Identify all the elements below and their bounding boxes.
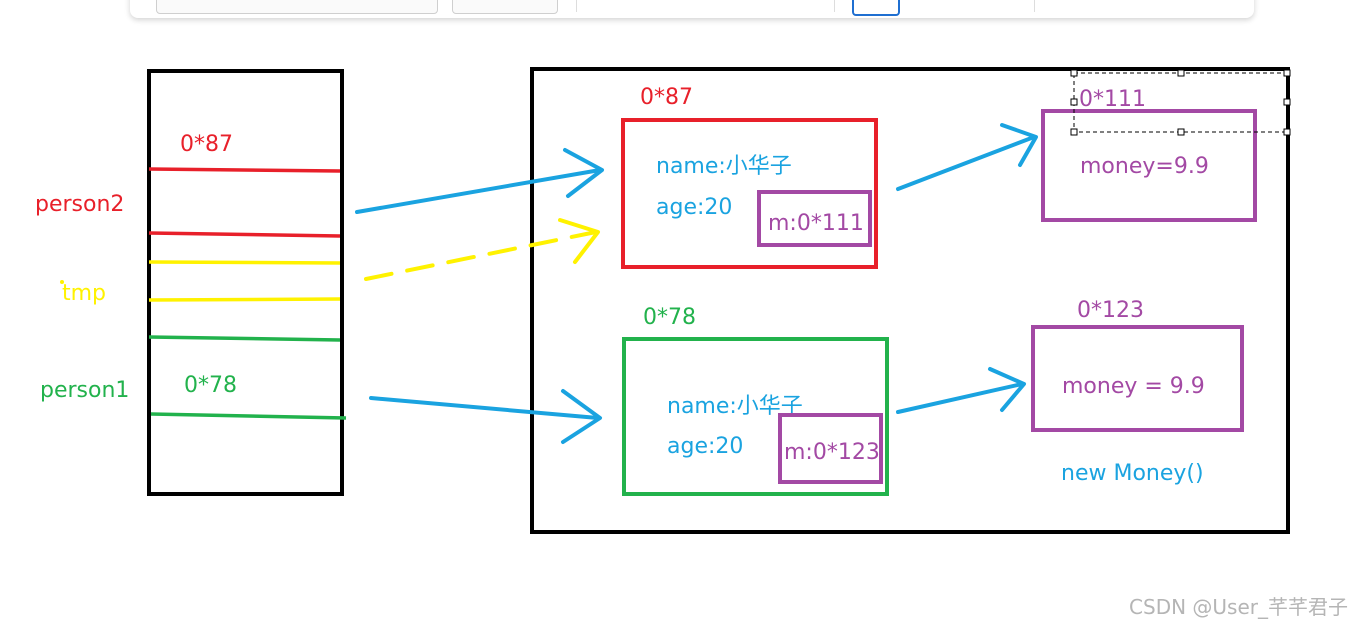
tmp-arrow: [364, 218, 600, 281]
person2-address: 0*87: [180, 132, 233, 157]
heap-object-bottom-address: 0*78: [643, 305, 696, 330]
resize-handle[interactable]: [1070, 128, 1078, 136]
tmp-slot-top-line: [148, 260, 341, 265]
resize-handle[interactable]: [1283, 69, 1291, 77]
resize-handle[interactable]: [1283, 98, 1291, 106]
money-object-top-address: 0*111: [1079, 87, 1146, 112]
money-object-top: [1041, 109, 1257, 222]
heap-object-bottom-m: m:0*123: [784, 440, 880, 465]
money-object-bottom: [1031, 325, 1244, 432]
toolbar-selected-color[interactable]: [852, 0, 900, 16]
resize-handle[interactable]: [1070, 69, 1078, 77]
resize-handle[interactable]: [1177, 69, 1185, 77]
selection-box[interactable]: [1070, 69, 1291, 136]
heap-object-bottom-m-field: [778, 413, 883, 484]
person1-slot-top-line: [148, 335, 341, 342]
drawing-toolbar: [130, 0, 1254, 18]
tmp-slot-bottom-line: [148, 297, 341, 302]
money-object-top-value: money=9.9: [1080, 154, 1209, 179]
heap-object-bottom: [622, 337, 889, 496]
person2-slot-top-line: [148, 167, 341, 173]
person1-slot-bottom-line: [150, 412, 347, 420]
heap-object-top: [621, 118, 878, 269]
heap-object-top-age: age:20: [656, 195, 732, 220]
toolbar-separator: [1034, 0, 1035, 12]
person1-label: person1: [40, 378, 129, 403]
m-top-arrow: [896, 123, 1038, 191]
person1-arrow: [369, 389, 602, 444]
resize-handle[interactable]: [1177, 128, 1185, 136]
toolbar-size-box[interactable]: [452, 0, 558, 14]
resize-handle[interactable]: [1283, 128, 1291, 136]
heap-object-top-m-field: [757, 190, 872, 247]
m-bottom-arrow: [896, 367, 1026, 414]
heap-object-top-address: 0*87: [640, 85, 693, 110]
tmp-dot: [60, 280, 64, 284]
tmp-label: tmp: [62, 281, 106, 306]
toolbar-separator: [834, 0, 835, 12]
person1-address: 0*78: [184, 373, 237, 398]
person2-label: person2: [35, 192, 124, 217]
watermark: CSDN @User_芊芊君子: [1129, 595, 1348, 619]
money-object-bottom-address: 0*123: [1077, 298, 1144, 323]
person2-slot-bottom-line: [148, 231, 341, 238]
toolbar-separator: [576, 0, 577, 12]
money-object-bottom-value: money = 9.9: [1062, 374, 1205, 399]
person2-arrow: [355, 148, 604, 214]
heap-object-top-m: m:0*111: [768, 211, 864, 236]
new-money-label: new Money(): [1061, 461, 1204, 486]
heap-object-top-name: name:小华子: [656, 154, 792, 179]
heap-object-bottom-age: age:20: [667, 434, 743, 459]
toolbar-shape-box[interactable]: [156, 0, 438, 14]
resize-handle[interactable]: [1070, 98, 1078, 106]
heap-frame: [530, 67, 1290, 534]
stack-frame: [147, 69, 344, 496]
